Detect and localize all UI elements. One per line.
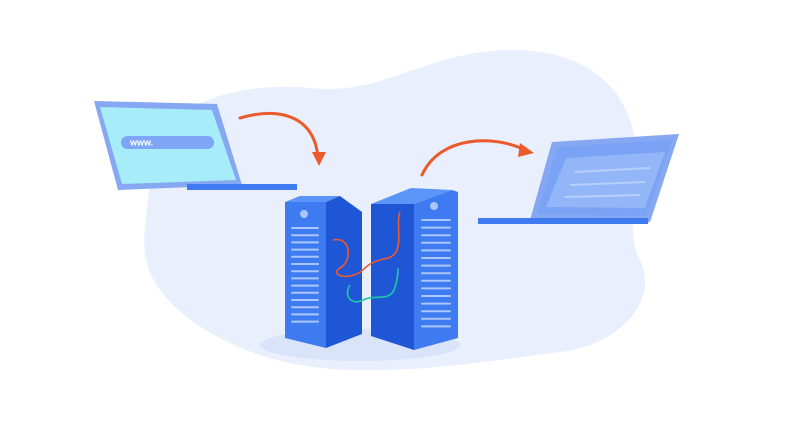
left-server (285, 196, 362, 348)
left-server-slots (291, 227, 319, 323)
left-server-top (285, 196, 340, 202)
cable-green-tip (394, 263, 402, 273)
right-laptop-base (478, 218, 648, 224)
right-server-led (430, 202, 438, 210)
right-laptop-panel (546, 152, 665, 208)
left-laptop-base (187, 184, 297, 190)
right-screen-line (564, 194, 641, 198)
arrow-left-to-server (238, 112, 320, 160)
right-server (371, 188, 458, 350)
right-screen-line (574, 167, 651, 173)
right-screen-line (569, 181, 646, 186)
cable-red (332, 211, 401, 278)
left-server-led (300, 210, 308, 218)
cable-red-end (398, 208, 402, 212)
cable-green (346, 267, 399, 303)
url-bar-text: www. (129, 138, 153, 148)
left-server-front (285, 202, 326, 348)
right-server-top (371, 188, 452, 204)
arrow-right-head (518, 143, 534, 157)
left-laptop: www. (94, 101, 297, 190)
arrow-left-head (312, 152, 326, 166)
arrow-server-to-right (420, 139, 527, 177)
right-server-side (371, 204, 414, 350)
right-server-slots (421, 219, 451, 328)
right-laptop (478, 134, 679, 224)
url-bar (121, 136, 214, 149)
left-server-side (326, 196, 362, 348)
right-server-front (414, 190, 458, 350)
